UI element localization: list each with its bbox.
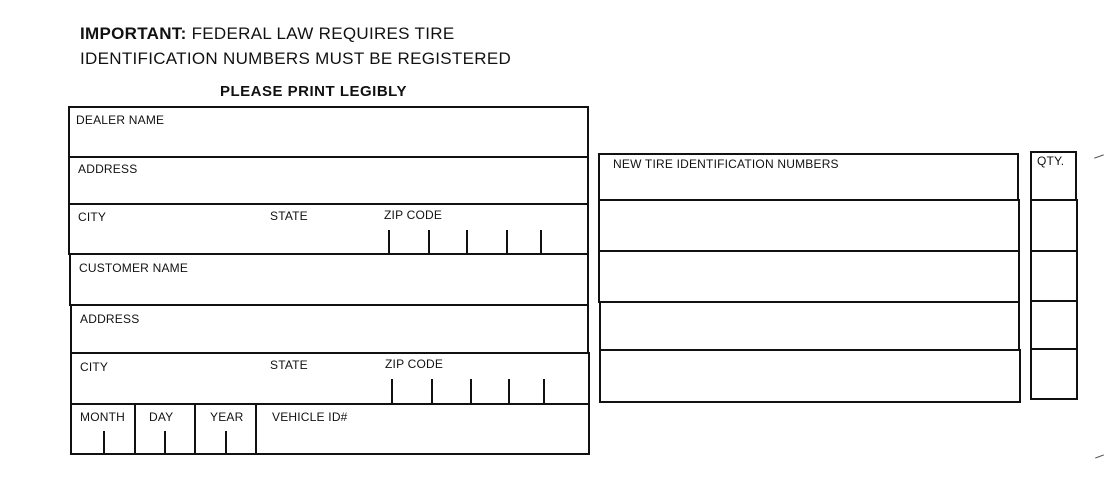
dealer-zip-input[interactable] (392, 229, 546, 253)
dealer-city-input[interactable] (78, 229, 262, 253)
year-vehicle-divider (255, 405, 257, 453)
dealer-zip-divider (506, 230, 508, 254)
dealer-address-label: ADDRESS (78, 162, 138, 176)
dealer-name-label: DEALER NAME (76, 113, 165, 127)
customer-zip-label: ZIP CODE (385, 357, 444, 371)
day-input[interactable] (138, 429, 194, 451)
tire-id-header-box: NEW TIRE IDENTIFICATION NUMBERS (598, 153, 1019, 201)
qty-row (1030, 348, 1078, 400)
tire-id-row (599, 349, 1021, 403)
tire-id-row (598, 199, 1020, 252)
important-notice-line1: IMPORTANT: FEDERAL LAW REQUIRES TIRE (80, 24, 454, 44)
dealer-city-state-zip-box: CITY STATE ZIP CODE (68, 203, 589, 255)
month-input[interactable] (76, 429, 134, 451)
dealer-zip-divider (466, 230, 468, 254)
print-legibly-note: PLEASE PRINT LEGIBLY (220, 83, 407, 100)
dealer-zip-divider (388, 230, 390, 254)
dealer-state-label: STATE (270, 209, 308, 223)
day-year-divider (194, 405, 196, 453)
customer-zip-divider (391, 379, 393, 403)
dealer-address-input[interactable] (78, 180, 587, 204)
vehicle-id-input[interactable] (272, 429, 586, 451)
qty-row (1030, 250, 1078, 302)
dealer-zip-label: ZIP CODE (384, 208, 443, 222)
tire-id-input[interactable] (609, 366, 1013, 390)
dealer-address-box: ADDRESS (68, 156, 589, 205)
tire-id-input[interactable] (609, 316, 1013, 340)
dealer-zip-divider (540, 230, 542, 254)
qty-row (1030, 300, 1078, 350)
customer-zip-divider (508, 379, 510, 403)
customer-name-label: CUSTOMER NAME (79, 261, 189, 275)
tire-id-header-label: NEW TIRE IDENTIFICATION NUMBERS (613, 157, 839, 171)
notice-text-line2: IDENTIFICATION NUMBERS MUST BE REGISTERE… (80, 49, 512, 68)
customer-zip-divider (470, 379, 472, 403)
qty-header-box: QTY. (1030, 151, 1077, 201)
month-label: MONTH (80, 410, 125, 424)
date-vehicle-box: MONTH DAY YEAR VEHICLE ID# (70, 403, 590, 455)
customer-zip-divider (543, 379, 545, 403)
qty-input[interactable] (1036, 215, 1078, 239)
year-input[interactable] (198, 429, 254, 451)
notice-text-line1: FEDERAL LAW REQUIRES TIRE (191, 24, 455, 43)
year-label: YEAR (210, 410, 244, 424)
tire-id-input[interactable] (608, 215, 1012, 239)
tire-id-row (598, 250, 1020, 303)
tire-id-input[interactable] (608, 266, 1012, 290)
customer-state-label: STATE (270, 358, 308, 372)
vehicle-id-label: VEHICLE ID# (272, 410, 348, 424)
dealer-city-label: CITY (78, 210, 107, 224)
customer-city-input[interactable] (80, 378, 264, 402)
customer-address-box: ADDRESS (70, 304, 589, 354)
customer-address-label: ADDRESS (80, 312, 140, 326)
customer-name-box: CUSTOMER NAME (69, 253, 589, 306)
qty-input[interactable] (1036, 364, 1078, 388)
qty-row (1030, 199, 1078, 252)
dealer-zip-divider (428, 230, 430, 254)
customer-name-input[interactable] (79, 280, 583, 304)
customer-city-label: CITY (80, 360, 109, 374)
dealer-name-box: DEALER NAME (68, 106, 589, 158)
customer-address-input[interactable] (80, 330, 584, 354)
qty-input[interactable] (1036, 266, 1078, 290)
day-label: DAY (149, 410, 174, 424)
edge-mark-bottom (1095, 454, 1104, 459)
edge-mark-top (1094, 154, 1104, 159)
dealer-name-input[interactable] (76, 132, 585, 156)
qty-input[interactable] (1036, 315, 1078, 339)
tire-id-row (599, 301, 1020, 351)
dealer-state-input[interactable] (270, 229, 374, 253)
customer-zip-divider (431, 379, 433, 403)
customer-state-input[interactable] (270, 378, 374, 402)
month-day-divider (134, 405, 136, 453)
customer-city-state-zip-box: CITY STATE ZIP CODE (70, 352, 590, 405)
qty-label: QTY. (1037, 154, 1065, 168)
important-label: IMPORTANT: (80, 24, 187, 43)
